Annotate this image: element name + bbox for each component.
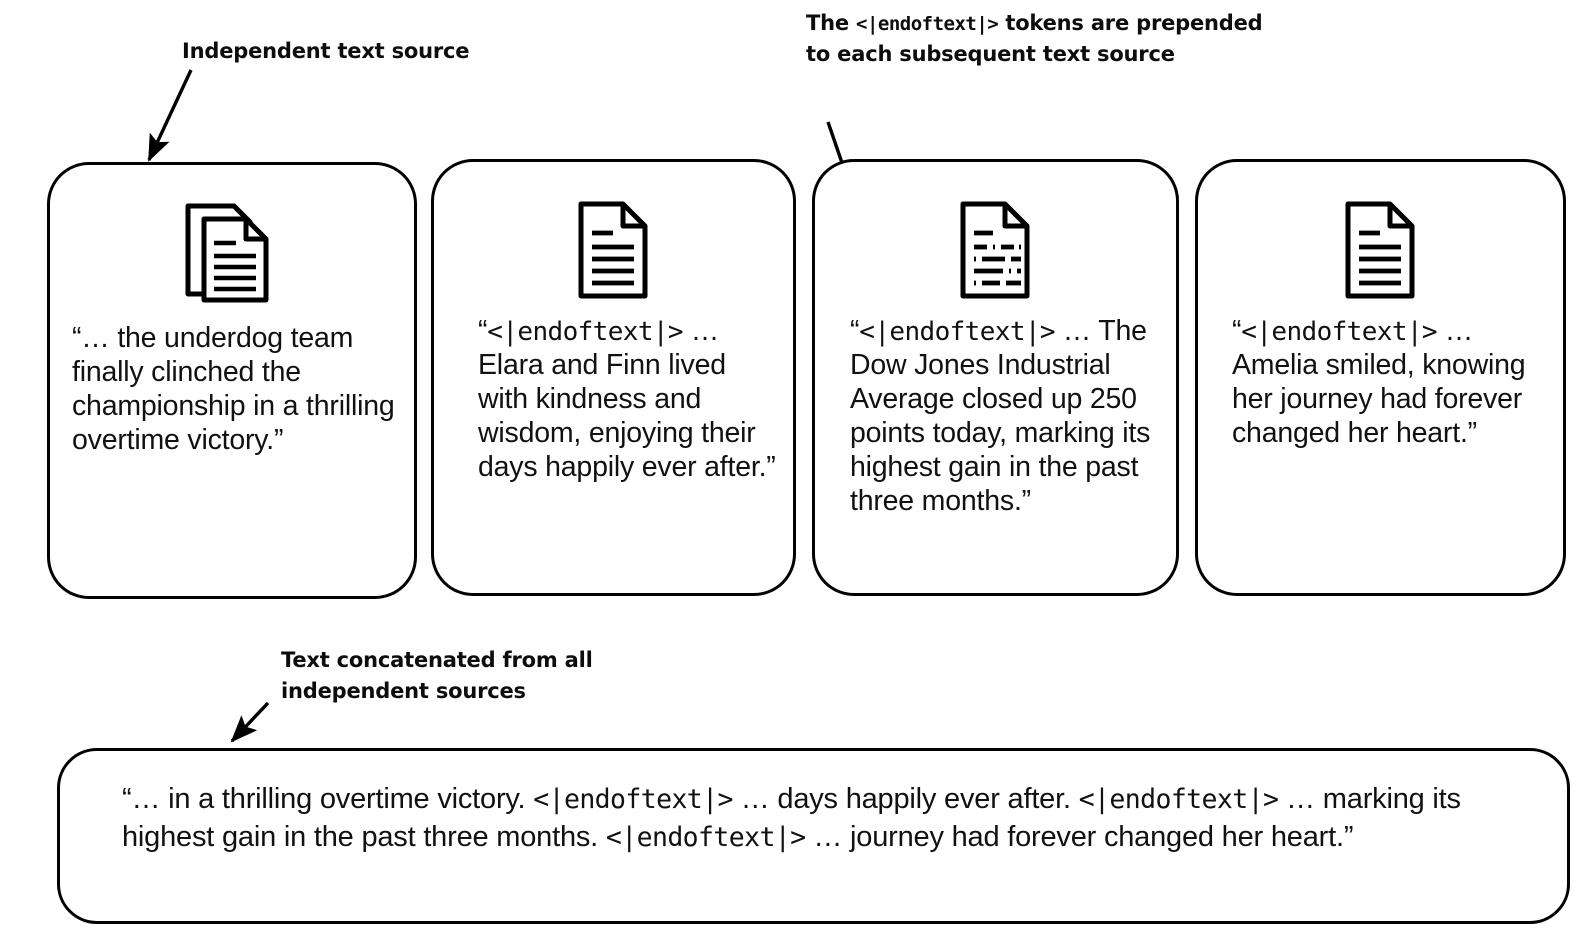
card-4-body: Amelia smiled, knowing her journey had f…	[1232, 349, 1526, 450]
stacked-documents-icon	[185, 203, 269, 303]
card-2-icon-slot	[434, 200, 793, 300]
document-bullets-icon	[960, 201, 1029, 299]
card-3-quote-open: “	[850, 315, 860, 347]
text-source-card-1[interactable]: “… the underdog team finally clinched th…	[47, 162, 417, 599]
card-4-quote-open: “	[1232, 315, 1242, 347]
card-1-icon-slot	[50, 203, 414, 303]
concatenated-text-segment: … journey had forever changed her heart.…	[805, 820, 1354, 853]
card-2-quote-open: “	[478, 315, 488, 347]
card-2-ellipsis: …	[683, 315, 720, 347]
arrow-independent-source	[147, 69, 193, 162]
endoftext-token: <|endoftext|>	[859, 317, 1055, 347]
concatenated-text-segment: … days happily ever after.	[732, 783, 1079, 815]
concatenated-text-segment: “… in a thrilling overtime victory.	[122, 783, 534, 815]
text-source-card-3[interactable]: “<|endoftext|> … The Dow Jones Industria…	[812, 159, 1179, 596]
card-4-ellipsis: …	[1437, 315, 1474, 347]
card-3-icon-slot	[815, 200, 1176, 300]
concatenated-text-box[interactable]: “… in a thrilling overtime victory. <|en…	[57, 748, 1570, 924]
annotation-endoftext-suffix: tokens are prepended to each subsequent …	[806, 11, 1263, 67]
endoftext-token: <|endoftext|>	[856, 13, 999, 35]
card-2-body: Elara and Finn lived with kindness and w…	[478, 349, 776, 484]
annotation-endoftext-prepended: The <|endoftext|> tokens are prepended t…	[806, 8, 1266, 70]
text-source-card-4[interactable]: “<|endoftext|> … Amelia smiled, knowing …	[1195, 159, 1566, 596]
endoftext-token: <|endoftext|>	[487, 317, 683, 347]
card-3-ellipsis: …	[1055, 315, 1099, 347]
card-3-body: The Dow Jones Industrial Average closed …	[850, 315, 1151, 518]
annotation-independent-text-source: Independent text source	[182, 39, 470, 63]
annotation-endoftext-prefix: The	[806, 11, 857, 35]
concatenated-text-segment: … marking its highest gain in the past t…	[122, 783, 1461, 853]
concatenated-text: “… in a thrilling overtime victory. <|en…	[122, 781, 1527, 857]
card-3-text: “<|endoftext|> … The Dow Jones Industria…	[850, 314, 1162, 518]
annotation-text-concatenated: Text concatenated from all independent s…	[281, 648, 593, 704]
card-1-quote-open: “…	[72, 322, 118, 354]
endoftext-token: <|endoftext|>	[1078, 784, 1279, 815]
card-2-text: “<|endoftext|> … Elara and Finn lived wi…	[478, 314, 779, 484]
endoftext-token: <|endoftext|>	[533, 784, 733, 815]
endoftext-token: <|endoftext|>	[1241, 317, 1437, 347]
text-source-card-2[interactable]: “<|endoftext|> … Elara and Finn lived wi…	[431, 159, 796, 596]
card-1-text: “… the underdog team finally clinched th…	[72, 321, 400, 457]
card-4-text: “<|endoftext|> … Amelia smiled, knowing …	[1232, 314, 1549, 450]
card-4-icon-slot	[1198, 200, 1563, 300]
document-lines-icon	[1345, 201, 1414, 299]
document-lines-icon	[578, 201, 647, 299]
endoftext-token: <|endoftext|>	[605, 821, 806, 853]
arrow-concatenated	[230, 701, 270, 743]
card-1-body: the underdog team finally clinched the c…	[72, 322, 395, 457]
